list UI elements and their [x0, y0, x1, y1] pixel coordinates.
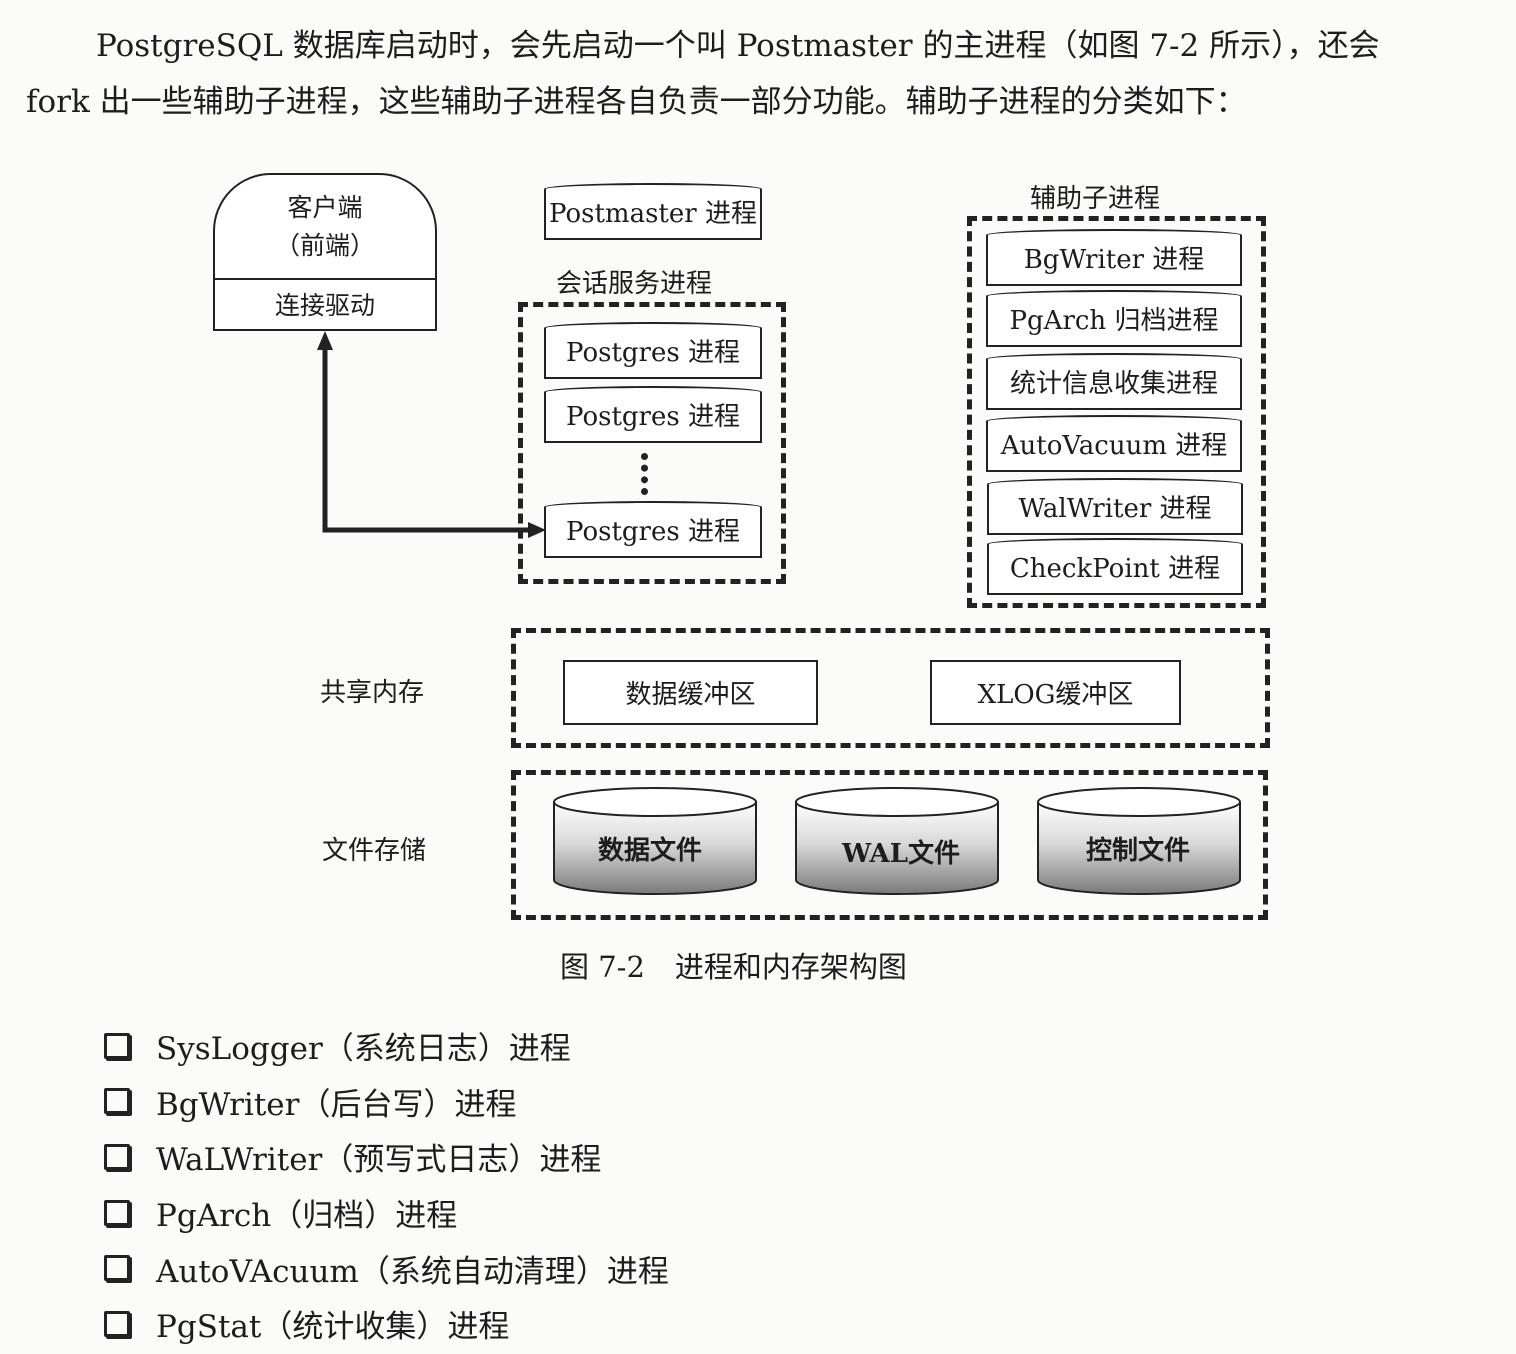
data-file-cylinder [553, 787, 757, 895]
checkbox-icon [104, 1310, 130, 1337]
list-item: PgStat（统计收集）进程 [100, 1296, 669, 1352]
list-item: PgArch（归档）进程 [100, 1185, 669, 1241]
figure-number: 图 7-2 [560, 950, 645, 984]
shared-memory-group [511, 628, 1270, 748]
stats-collector-process: 统计信息收集进程 [986, 353, 1242, 410]
xlog-buffer: XLOG缓冲区 [930, 660, 1181, 725]
postmaster-process: Postmaster 进程 [544, 183, 762, 240]
shared-memory-label: 共享内存 [320, 678, 425, 708]
checkbox-icon [104, 1255, 130, 1282]
list-item: SysLogger（系统日志）进程 [100, 1018, 669, 1074]
checkbox-icon [104, 1088, 130, 1115]
intro-paragraph: PostgreSQL 数据库启动时，会先启动一个叫 Postmaster 的主进… [26, 18, 1466, 130]
checkpoint-process: CheckPoint 进程 [987, 538, 1243, 595]
data-file-label: 数据文件 [598, 836, 703, 866]
checkbox-icon [104, 1032, 130, 1059]
bgwriter-process: BgWriter 进程 [986, 229, 1242, 286]
intro-line-2: fork 出一些辅助子进程，这些辅助子进程各自负责一部分功能。辅助子进程的分类如… [26, 84, 1247, 120]
session-title: 会话服务进程 [556, 269, 713, 299]
walwriter-process: WalWriter 进程 [987, 478, 1243, 535]
file-storage-label: 文件存储 [322, 836, 427, 866]
intro-line-1: PostgreSQL 数据库启动时，会先启动一个叫 Postmaster 的主进… [96, 28, 1380, 64]
ellipsis-dots [641, 453, 649, 495]
client-subtitle: （前端） [274, 230, 375, 260]
session-group [518, 302, 786, 584]
postgres-process: Postgres 进程 [544, 501, 762, 558]
list-item-text: BgWriter（后台写）进程 [156, 1086, 517, 1123]
list-item: AutoVAcuum（系统自动清理）进程 [100, 1240, 669, 1296]
file-storage-group [511, 770, 1268, 920]
aux-process-list: SysLogger（系统日志）进程 BgWriter（后台写）进程 WaLWri… [100, 1018, 669, 1352]
list-item-text: PgStat（统计收集）进程 [156, 1309, 510, 1346]
list-item-text: PgArch（归档）进程 [156, 1198, 458, 1235]
postgres-process: Postgres 进程 [544, 322, 762, 379]
figure-caption: 图 7-2 进程和内存架构图 [560, 944, 907, 986]
client-label: 客户端 （前端） [215, 175, 435, 280]
checkbox-icon [104, 1199, 130, 1226]
wal-file-label: WAL文件 [842, 839, 960, 869]
postgres-process: Postgres 进程 [544, 386, 762, 443]
figure-title: 进程和内存架构图 [674, 950, 907, 984]
wal-file-cylinder [795, 787, 999, 895]
client-title: 客户端 [287, 192, 363, 222]
client-box: 客户端 （前端） 连接驱动 [213, 173, 437, 331]
pgarch-process: PgArch 归档进程 [986, 290, 1242, 347]
autovacuum-process: AutoVacuum 进程 [986, 415, 1242, 472]
list-item-text: WaLWriter（预写式日志）进程 [156, 1142, 602, 1179]
control-file-label: 控制文件 [1086, 836, 1191, 866]
list-item-text: SysLogger（系统日志）进程 [156, 1031, 571, 1068]
list-item-text: AutoVAcuum（系统自动清理）进程 [156, 1253, 669, 1290]
aux-group [967, 216, 1266, 608]
connection-driver: 连接驱动 [274, 290, 375, 320]
list-item: BgWriter（后台写）进程 [100, 1074, 669, 1130]
data-buffer: 数据缓冲区 [563, 660, 818, 725]
control-file-cylinder [1037, 787, 1241, 895]
checkbox-icon [104, 1143, 130, 1170]
aux-title: 辅助子进程 [1030, 184, 1161, 214]
list-item: WaLWriter（预写式日志）进程 [100, 1129, 669, 1185]
